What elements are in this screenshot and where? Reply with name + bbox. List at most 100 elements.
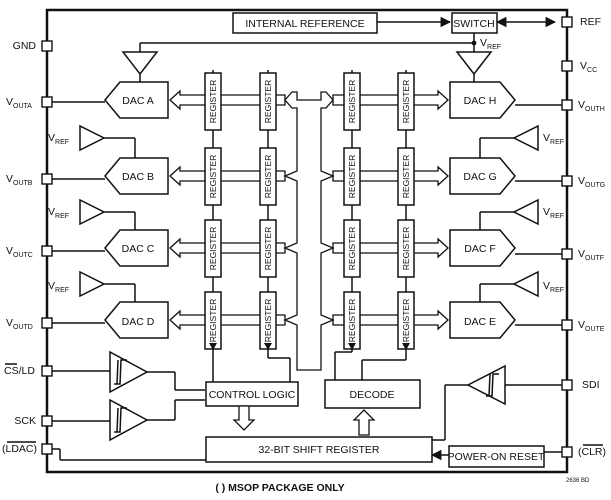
pin-vcc	[561, 60, 573, 72]
dac-f-label: DAC F	[464, 243, 496, 255]
register-block	[259, 147, 277, 206]
pin-ldac	[41, 443, 53, 455]
register-label: REGISTER	[208, 155, 218, 198]
sck-schmitt-icon	[114, 407, 127, 433]
register-block	[343, 72, 361, 131]
pin-vouth-label: VOUTH	[578, 99, 605, 113]
pin-voute-label: VOUTE	[578, 319, 605, 333]
pin-sdi-label: SDI	[582, 379, 600, 391]
register-block	[259, 219, 277, 278]
sdi-buffer-icon	[466, 364, 506, 406]
register-block	[259, 72, 277, 131]
cs-ld-buffer-icon	[109, 350, 149, 394]
register-label: REGISTER	[347, 227, 357, 270]
pin-cs-ld-label: CS/LD	[4, 365, 35, 377]
register-block	[397, 72, 415, 131]
buffer-h-icon	[455, 51, 493, 76]
register-block	[397, 147, 415, 206]
buffer-f-icon	[512, 198, 539, 226]
central-bus	[283, 91, 335, 371]
switch-label: SWITCH	[453, 18, 494, 30]
register-label: REGISTER	[347, 80, 357, 123]
register-label: REGISTER	[347, 155, 357, 198]
cs-ld-schmitt-icon	[114, 359, 127, 385]
dac-h-block	[449, 81, 516, 119]
dac-f-block	[449, 229, 516, 267]
internal-reference-block	[232, 12, 378, 34]
register-label: REGISTER	[347, 299, 357, 342]
pin-ref	[561, 16, 573, 28]
register-label: REGISTER	[208, 299, 218, 342]
pin-clr	[561, 446, 573, 458]
register-block	[204, 219, 222, 278]
decode-label: DECODE	[350, 389, 395, 401]
register-label: REGISTER	[263, 299, 273, 342]
pin-vouta-label: VOUTA	[6, 96, 32, 110]
register-block	[204, 147, 222, 206]
pin-clr-label: (CLR)	[578, 446, 606, 458]
register-block	[343, 147, 361, 206]
power-on-reset-label: POWER-ON RESET	[448, 451, 545, 463]
register-label: REGISTER	[263, 155, 273, 198]
register-label: REGISTER	[401, 227, 411, 270]
dac-d-label: DAC D	[122, 316, 155, 328]
dac-b-block	[104, 157, 169, 195]
pin-voutd-label: VOUTD	[6, 317, 33, 331]
internal-reference-label: INTERNAL REFERENCE	[245, 18, 364, 30]
shift-register-block	[205, 436, 433, 463]
buffer-e-icon	[512, 270, 539, 298]
control-logic-label: CONTROL LOGIC	[209, 389, 296, 401]
pin-gnd	[41, 40, 53, 52]
pin-cs-ld	[41, 365, 53, 377]
register-label: REGISTER	[208, 227, 218, 270]
control-to-shift-arrow	[232, 405, 256, 431]
pin-sck-label: SCK	[14, 415, 36, 427]
register-label: REGISTER	[263, 80, 273, 123]
pin-sdi	[561, 379, 573, 391]
chip-outline	[45, 8, 569, 474]
dac-e-label: DAC E	[464, 316, 496, 328]
buffer-a-icon	[121, 51, 159, 76]
pin-sck	[41, 415, 53, 427]
dac-c-block	[104, 229, 169, 267]
left-bus-arrows	[169, 89, 286, 331]
shift-register-label: 32-BIT SHIFT REGISTER	[259, 444, 380, 456]
pin-voutg-label: VOUTG	[578, 175, 605, 189]
register-label: REGISTER	[263, 227, 273, 270]
pin-voutf	[561, 248, 573, 260]
pin-gnd-label: GND	[13, 40, 37, 52]
dac-h-label: DAC H	[464, 95, 497, 107]
vref-d-label: VREF	[48, 280, 69, 294]
vref-c-label: VREF	[48, 206, 69, 220]
pin-vouta	[41, 96, 53, 108]
pin-voutc	[41, 245, 53, 257]
vref-top-label: VREF	[480, 37, 501, 51]
shift-to-decode-arrow	[352, 409, 376, 436]
pin-voute	[561, 319, 573, 331]
pin-vcc-label: VCC	[580, 60, 597, 74]
register-block	[343, 219, 361, 278]
power-on-reset-block	[448, 445, 545, 468]
footer-note: ( ) MSOP PACKAGE ONLY	[215, 482, 344, 494]
dac-c-label: DAC C	[122, 243, 155, 255]
buffer-g-icon	[512, 124, 539, 152]
decode-block	[324, 379, 421, 409]
pin-voutc-label: VOUTC	[6, 245, 33, 259]
pin-voutb	[41, 173, 53, 185]
dac-g-block	[449, 157, 516, 195]
register-block	[204, 72, 222, 131]
pin-voutf-label: VOUTF	[578, 248, 604, 262]
dac-a-block	[104, 81, 169, 119]
sck-buffer-icon	[109, 398, 149, 442]
footer-code: 2636 BD	[566, 478, 590, 484]
pin-voutg	[561, 175, 573, 187]
buffer-c-icon	[79, 198, 106, 226]
buffer-d-icon	[79, 270, 106, 298]
vref-g-label: VREF	[543, 132, 564, 146]
pin-vouth	[561, 99, 573, 111]
control-logic-block	[205, 381, 299, 407]
dac-a-label: DAC A	[122, 95, 154, 107]
pin-ldac-label: (LDAC)	[2, 443, 37, 455]
register-block	[397, 219, 415, 278]
